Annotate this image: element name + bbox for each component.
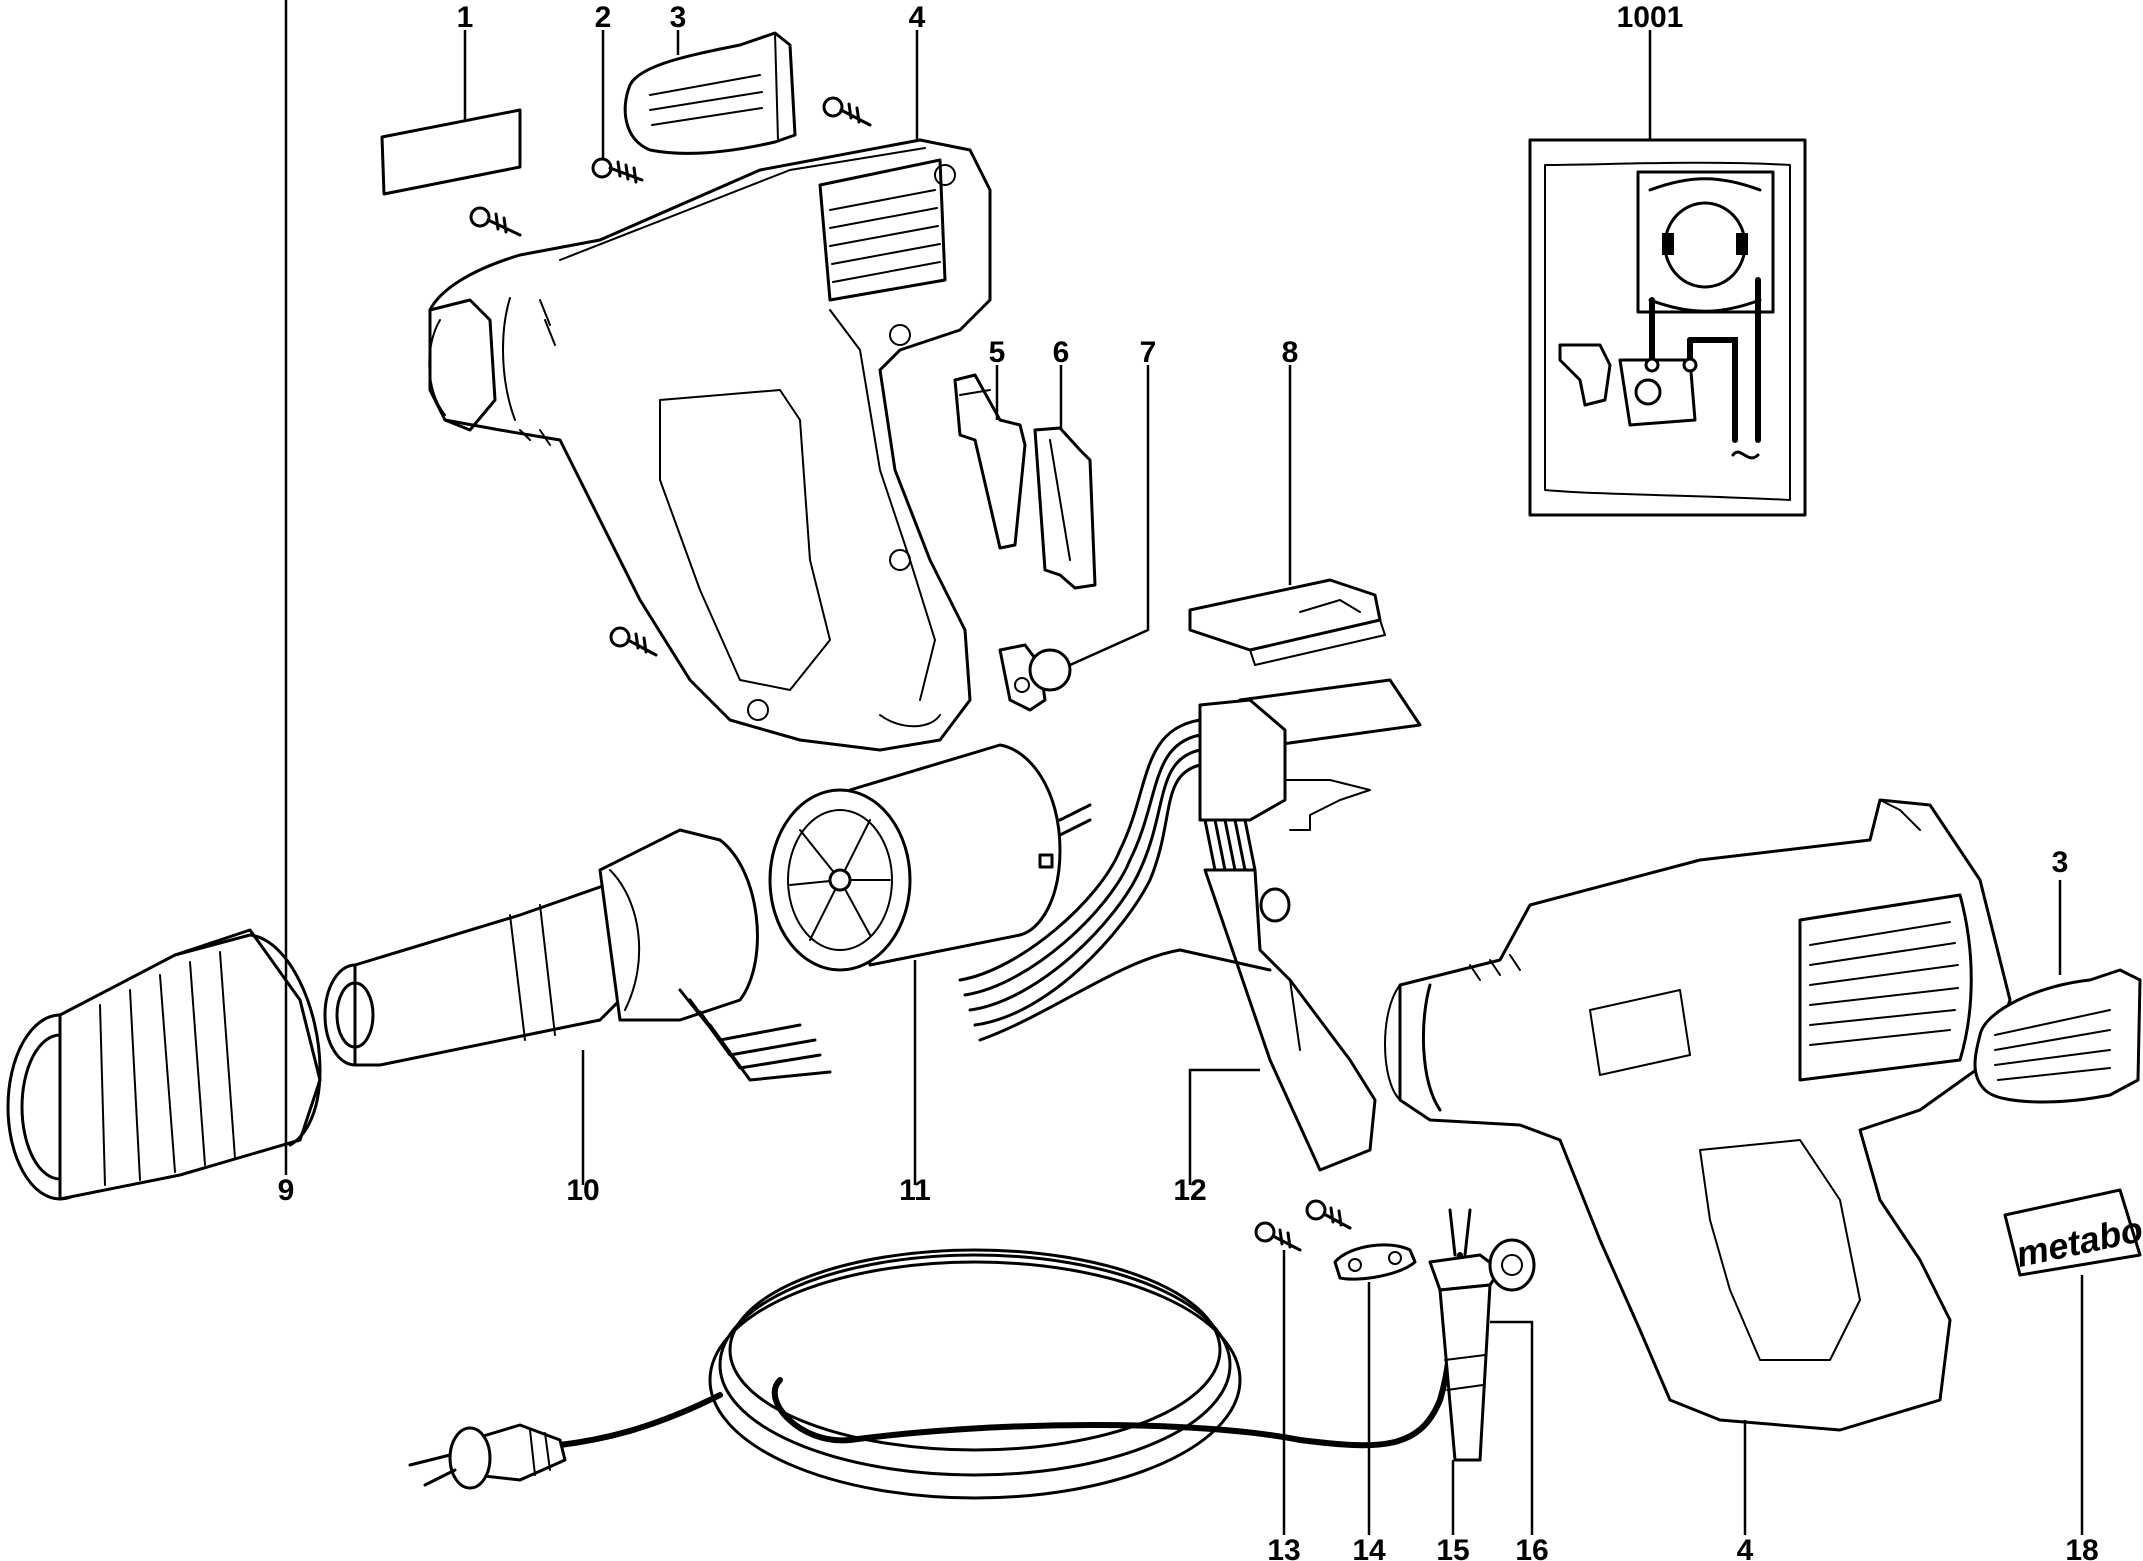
label-part-7: 7 (1140, 336, 1157, 369)
part-8-cover (1188, 578, 1386, 666)
label-part-3-top: 3 (670, 1, 687, 34)
label-part-16: 16 (1515, 1534, 1548, 1561)
part-16-strain-relief (1428, 1208, 1536, 1462)
label-part-18: 18 (2065, 1534, 2098, 1561)
screw (822, 96, 872, 127)
part-1-label-sticker (380, 108, 522, 196)
screw (1305, 1199, 1352, 1230)
label-part-2: 2 (595, 1, 612, 34)
part-5-switch-slider (953, 373, 1027, 550)
label-part-13: 13 (1267, 1534, 1300, 1561)
part-2-screw (591, 157, 644, 184)
part-13-screw (1254, 1221, 1302, 1252)
part-6-switch-actuator (1033, 426, 1097, 590)
label-part-3-right: 3 (2052, 846, 2069, 879)
label-part-6: 6 (1053, 336, 1070, 369)
part-15-power-cord (408, 1248, 1463, 1500)
part-9-nozzle (6, 928, 322, 1201)
part-7-grommet (998, 643, 1072, 712)
part-3-side-cover-top (623, 31, 797, 155)
part-10-heating-tube (323, 828, 832, 1082)
screw (609, 626, 658, 657)
label-part-1: 1 (457, 1, 474, 34)
part-4-housing-half-top (428, 138, 992, 752)
label-part-8: 8 (1282, 336, 1299, 369)
label-part-5: 5 (989, 336, 1006, 369)
label-part-9: 9 (278, 1174, 295, 1207)
label-part-12: 12 (1173, 1174, 1206, 1207)
label-part-14: 14 (1352, 1534, 1386, 1561)
label-part-10: 10 (566, 1174, 599, 1207)
part-3-side-cover-right (1973, 968, 2142, 1104)
part-labels: 1 2 3 4 5 6 7 8 9 10 11 12 13 14 15 16 4… (278, 1, 2099, 1561)
part-12-switch-board (958, 678, 1422, 1172)
part-14-cable-clamp (1333, 1243, 1417, 1281)
label-part-11: 11 (899, 1174, 931, 1207)
part-18-nameplate: metabo (2003, 1188, 2143, 1277)
part-1001-wiring-diagram (1528, 138, 1807, 517)
screw (469, 206, 522, 237)
part-4-housing-assembled (1384, 798, 2012, 1432)
label-part-1001: 1001 (1617, 1, 1684, 34)
label-part-4-bottom: 4 (1737, 1534, 1754, 1561)
part-11-motor (768, 743, 1092, 972)
leader-lines (284, 0, 2084, 1535)
label-part-15: 15 (1436, 1534, 1469, 1561)
label-part-4-top: 4 (909, 1, 926, 34)
